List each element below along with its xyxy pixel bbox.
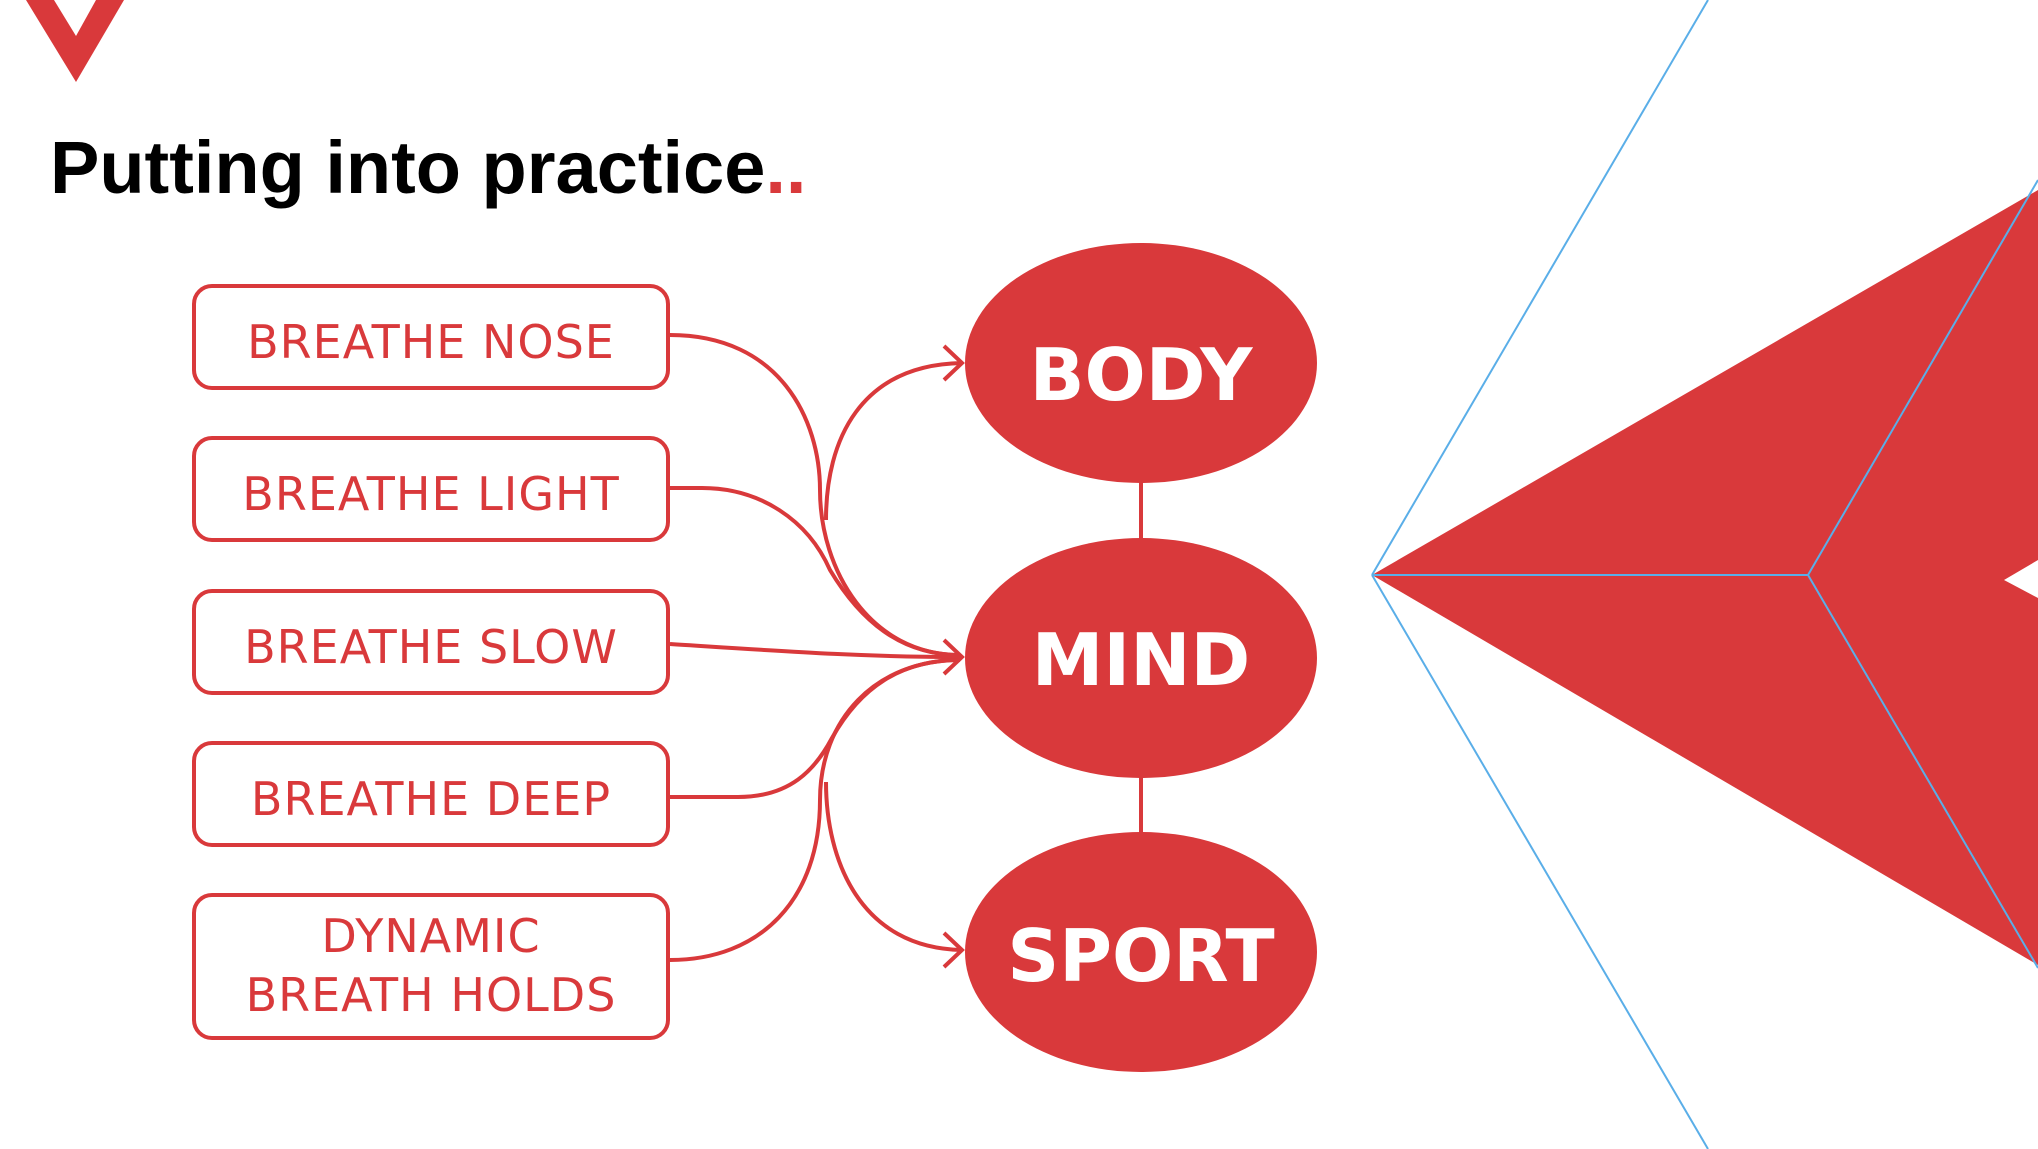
box-label-line-2: BREATH HOLDS xyxy=(246,968,617,1022)
breath-box-breathe-deep: BREATHE DEEP xyxy=(192,741,670,847)
decorative-guide-lines xyxy=(1371,0,1709,1149)
v-logo-icon xyxy=(26,0,124,82)
box-label: BREATHE NOSE xyxy=(247,315,615,369)
breath-box-breathe-nose: BREATHE NOSE xyxy=(192,284,670,390)
breath-box-dynamic-breath-holds: DYNAMIC BREATH HOLDS xyxy=(192,893,670,1040)
oval-label: MIND xyxy=(1032,618,1250,702)
oval-label: SPORT xyxy=(1007,914,1274,998)
connector-lines xyxy=(669,333,1143,969)
oval-body: BODY xyxy=(965,243,1317,483)
page-title: Putting into practice.. xyxy=(50,126,806,209)
red-arrowhead-shape xyxy=(1372,179,2038,969)
oval-sport: SPORT xyxy=(965,832,1317,1072)
box-label: BREATHE LIGHT xyxy=(242,467,619,521)
breath-box-breathe-slow: BREATHE SLOW xyxy=(192,589,670,695)
box-label: BREATHE DEEP xyxy=(251,772,611,826)
box-label: BREATHE SLOW xyxy=(244,620,618,674)
box-label-line-1: DYNAMIC xyxy=(321,909,540,963)
title-dots: .. xyxy=(765,126,806,209)
title-main: Putting into practice xyxy=(50,126,765,209)
breath-box-breathe-light: BREATHE LIGHT xyxy=(192,436,670,542)
oval-mind: MIND xyxy=(965,538,1317,778)
oval-label: BODY xyxy=(1030,333,1254,417)
